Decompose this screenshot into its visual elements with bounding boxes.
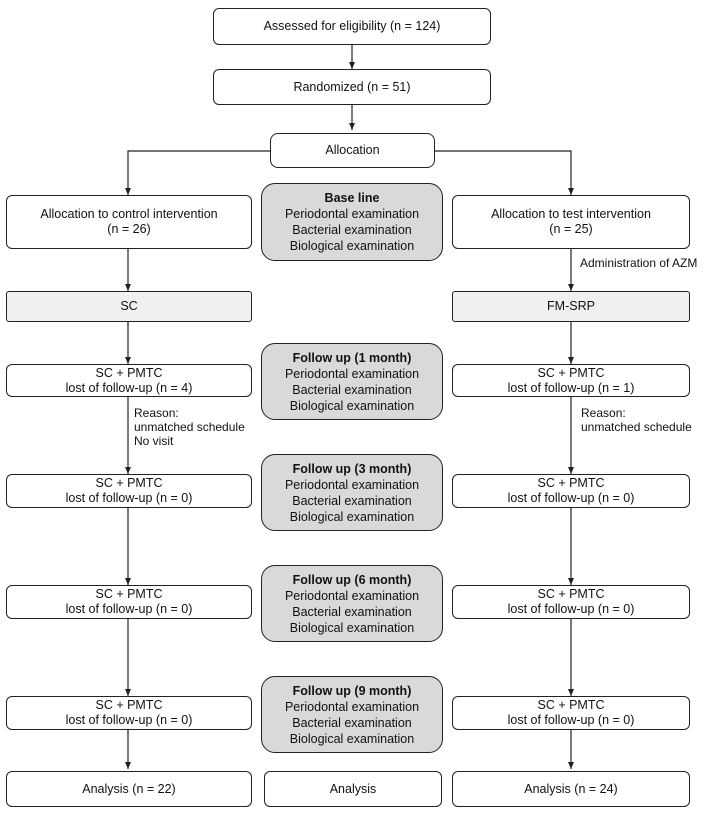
exam-followup-6-box: Follow up (6 month) Periodontal examinat… xyxy=(261,565,443,642)
control-followup-2-line-2: lost of follow-up (n = 0) xyxy=(65,491,193,505)
assessed-label: Assessed for eligibility (n = 124) xyxy=(263,19,441,33)
allocation-box: Allocation xyxy=(270,133,435,168)
test-followup-3-line-2: lost of follow-up (n = 0) xyxy=(507,602,635,616)
control-followup-3-line-1: SC + PMTC xyxy=(95,587,163,601)
control-group-label: SC xyxy=(120,299,138,313)
test-followup-1-line-1: SC + PMTC xyxy=(537,365,605,380)
exam-followup-3-item-1: Periodontal examination xyxy=(284,477,420,492)
test-followup-1-line-2: lost of follow-up (n = 1) xyxy=(507,380,635,395)
center-analysis-label: Analysis xyxy=(329,781,377,796)
exam-followup-3-item-2: Bacterial examination xyxy=(292,493,412,508)
test-analysis-box: Analysis (n = 24) xyxy=(452,771,690,807)
exam-followup-6-title: Follow up (6 month) xyxy=(292,572,412,587)
test-followup-2-line-1: SC + PMTC xyxy=(537,476,605,490)
control-reason-line-1: Reason: xyxy=(134,406,179,420)
exam-followup-9-box: Follow up (9 month) Periodontal examinat… xyxy=(261,676,443,753)
exam-followup-6-item-3: Biological examination xyxy=(289,620,415,635)
control-allocation-box: Allocation to control intervention (n = … xyxy=(6,195,252,249)
exam-followup-6-item-2: Bacterial examination xyxy=(292,604,412,619)
exam-followup-9-item-2: Bacterial examination xyxy=(292,715,412,730)
control-followup-4-box: SC + PMTC lost of follow-up (n = 0) xyxy=(6,696,252,730)
randomized-label: Randomized (n = 51) xyxy=(293,79,411,94)
control-allocation-line-2: (n = 26) xyxy=(107,222,151,236)
exam-followup-6-item-1: Periodontal examination xyxy=(284,588,420,603)
exam-followup-9-title: Follow up (9 month) xyxy=(292,683,412,698)
control-reason-note: Reason: unmatched schedule No visit xyxy=(134,406,245,448)
exam-followup-3-box: Follow up (3 month) Periodontal examinat… xyxy=(261,454,443,531)
exam-followup-1-item-1: Periodontal examination xyxy=(284,366,420,381)
control-analysis-box: Analysis (n = 22) xyxy=(6,771,252,807)
test-group-fmsrp-box: FM-SRP xyxy=(452,291,690,322)
control-followup-4-line-1: SC + PMTC xyxy=(95,698,163,712)
exam-followup-1-item-2: Bacterial examination xyxy=(292,382,412,397)
randomized-box: Randomized (n = 51) xyxy=(213,69,491,105)
test-followup-4-line-2: lost of follow-up (n = 0) xyxy=(507,713,635,727)
control-allocation-line-1: Allocation to control intervention xyxy=(40,207,218,221)
test-followup-3-line-1: SC + PMTC xyxy=(537,587,605,601)
control-reason-line-2: unmatched schedule xyxy=(134,420,245,434)
test-allocation-line-1: Allocation to test intervention xyxy=(491,207,651,221)
center-analysis-box: Analysis xyxy=(264,771,442,807)
test-followup-4-box: SC + PMTC lost of follow-up (n = 0) xyxy=(452,696,690,730)
control-followup-2-line-1: SC + PMTC xyxy=(95,476,163,490)
exam-baseline-item-1: Periodontal examination xyxy=(284,207,420,221)
test-reason-note: Reason: unmatched schedule xyxy=(581,406,692,434)
exam-baseline-item-3: Biological examination xyxy=(289,239,415,253)
test-administration-note: Administration of AZM xyxy=(580,256,697,270)
arrow-allocation-to-control xyxy=(125,150,270,195)
exam-followup-9-item-3: Biological examination xyxy=(289,731,415,746)
assessed-for-eligibility-box: Assessed for eligibility (n = 124) xyxy=(213,8,491,45)
control-reason-line-3: No visit xyxy=(134,434,174,448)
test-followup-2-box: SC + PMTC lost of follow-up (n = 0) xyxy=(452,474,690,508)
exam-baseline-box: Base line Periodontal examination Bacter… xyxy=(261,183,443,261)
exam-followup-3-title: Follow up (3 month) xyxy=(292,461,412,476)
control-analysis-label: Analysis (n = 22) xyxy=(82,781,176,796)
control-followup-4-line-2: lost of follow-up (n = 0) xyxy=(65,713,193,727)
arrow-allocation-to-test xyxy=(435,150,574,195)
exam-followup-1-box: Follow up (1 month) Periodontal examinat… xyxy=(261,343,443,420)
test-allocation-box: Allocation to test intervention (n = 25) xyxy=(452,195,690,249)
test-reason-line-1: Reason: xyxy=(581,406,626,420)
exam-baseline-title: Base line xyxy=(324,191,380,205)
exam-followup-1-item-3: Biological examination xyxy=(289,398,415,413)
test-analysis-label: Analysis (n = 24) xyxy=(524,781,618,796)
control-followup-3-line-2: lost of follow-up (n = 0) xyxy=(65,602,193,616)
test-group-label: FM-SRP xyxy=(547,299,595,313)
exam-baseline-item-2: Bacterial examination xyxy=(292,223,412,237)
control-followup-1-line-1: SC + PMTC xyxy=(95,365,163,380)
test-reason-line-2: unmatched schedule xyxy=(581,420,692,434)
test-followup-1-box: SC + PMTC lost of follow-up (n = 1) xyxy=(452,364,690,397)
control-followup-1-line-2: lost of follow-up (n = 4) xyxy=(65,380,193,395)
allocation-label: Allocation xyxy=(325,143,380,157)
control-followup-2-box: SC + PMTC lost of follow-up (n = 0) xyxy=(6,474,252,508)
test-followup-3-box: SC + PMTC lost of follow-up (n = 0) xyxy=(452,585,690,619)
test-followup-4-line-1: SC + PMTC xyxy=(537,698,605,712)
test-administration-label: Administration of AZM xyxy=(580,256,698,270)
test-allocation-line-2: (n = 25) xyxy=(549,222,593,236)
control-followup-3-box: SC + PMTC lost of follow-up (n = 0) xyxy=(6,585,252,619)
exam-followup-3-item-3: Biological examination xyxy=(289,509,415,524)
control-group-sc-box: SC xyxy=(6,291,252,322)
exam-followup-1-title: Follow up (1 month) xyxy=(292,350,412,365)
test-followup-2-line-2: lost of follow-up (n = 0) xyxy=(507,491,635,505)
control-followup-1-box: SC + PMTC lost of follow-up (n = 4) xyxy=(6,364,252,397)
exam-followup-9-item-1: Periodontal examination xyxy=(284,699,420,714)
